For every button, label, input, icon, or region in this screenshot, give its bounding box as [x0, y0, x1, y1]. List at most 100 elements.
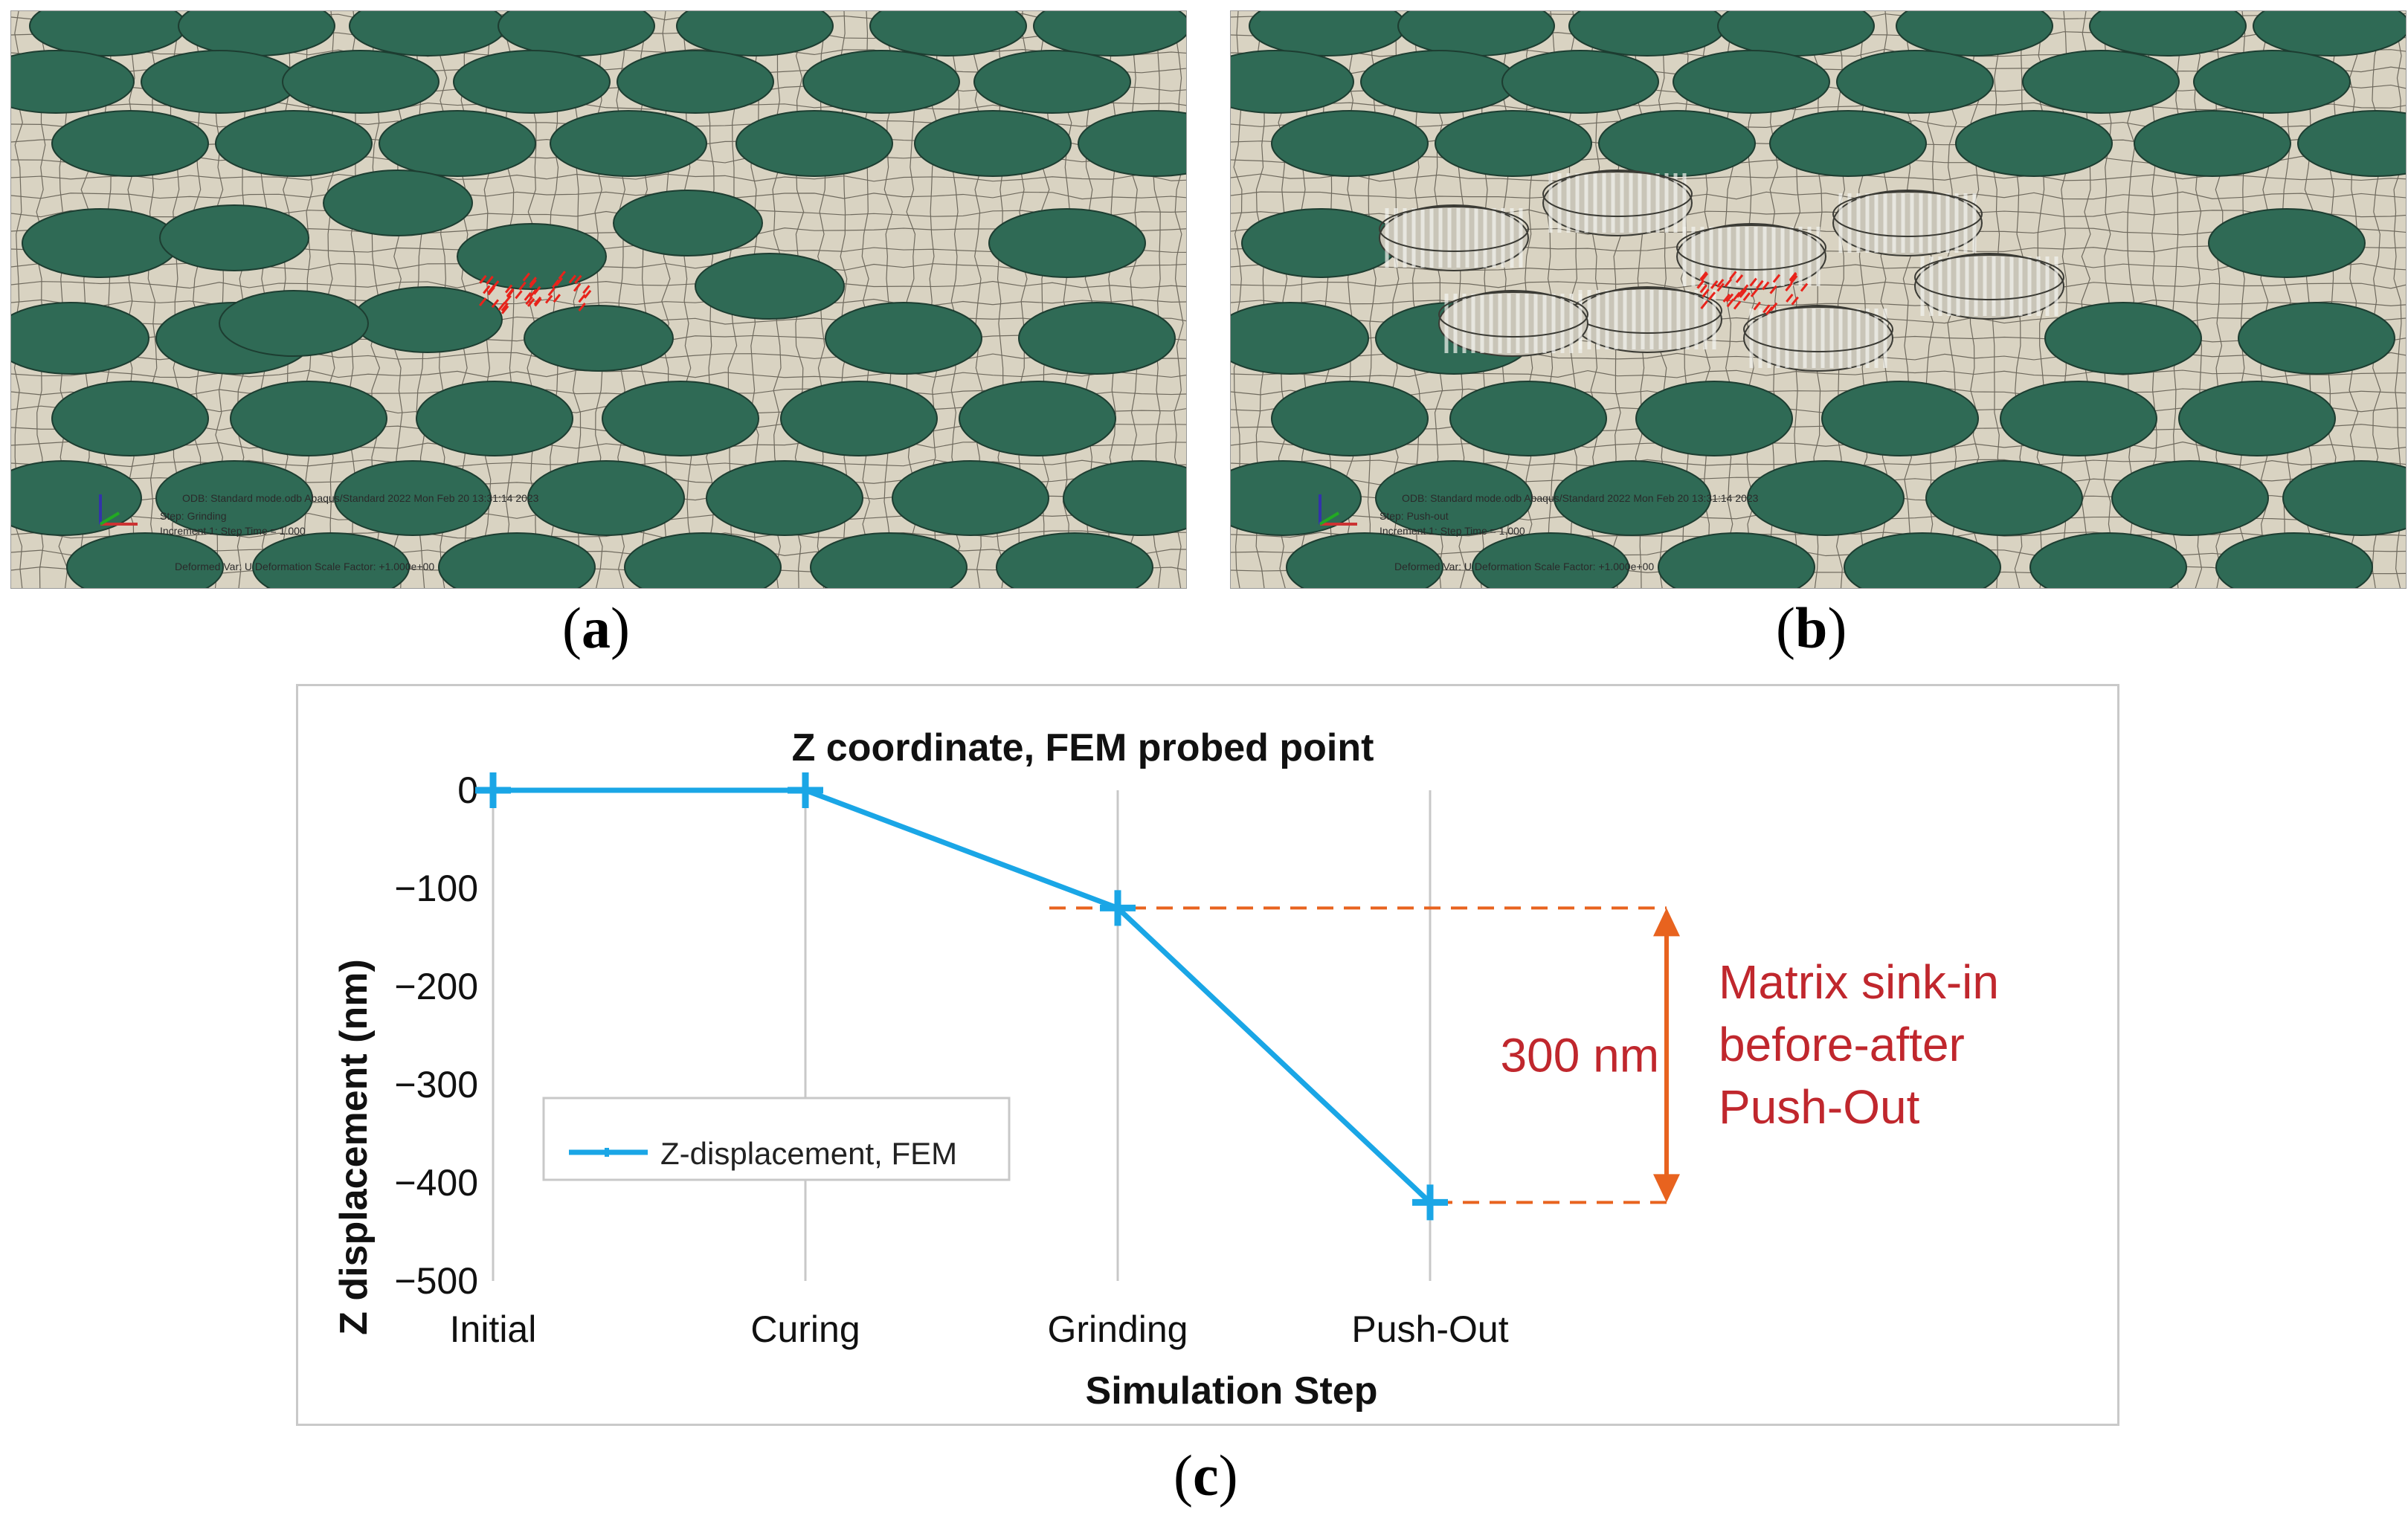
fiber [1598, 110, 1756, 177]
chart-panel: Z coordinate, FEM probed point 0−100−200… [296, 684, 2119, 1426]
fiber [1286, 532, 1443, 588]
fiber-hole [1676, 223, 1826, 290]
triad-icon [99, 494, 138, 526]
fiber [810, 532, 968, 588]
fiber [1635, 381, 1793, 456]
x-axis-label: Simulation Step [1086, 1369, 1378, 1413]
fiber [1769, 110, 1927, 177]
fiber-hole [1572, 286, 1722, 353]
fiber [11, 302, 149, 375]
probe-point [1696, 271, 1809, 315]
fiber [959, 381, 1116, 456]
fem-mesh-image-a: ODB: Standard mode.odb Abaqus/Standard 2… [10, 10, 1187, 589]
fiber [1836, 50, 1994, 114]
fiber [1271, 381, 1429, 456]
fiber [2215, 532, 2373, 588]
series-line [493, 787, 1432, 1204]
fiber [2089, 11, 2247, 57]
fiber [2253, 11, 2406, 57]
fiber [2282, 460, 2406, 536]
fiber [1821, 381, 1979, 456]
fiber [2029, 532, 2187, 588]
fem-mesh-render-b: ODB: Standard mode.odb Abaqus/Standard 2… [1231, 11, 2406, 588]
fiber-meshed [323, 170, 473, 236]
fiber [2111, 460, 2269, 536]
caption-a: (a) [562, 595, 630, 660]
fiber [735, 110, 893, 177]
fiber [1231, 302, 1369, 375]
panel-b-hud-line-0: ODB: Standard mode.odb Abaqus/Standard 2… [1402, 492, 1759, 504]
y-tick-label: −500 [394, 1260, 478, 1302]
fiber [51, 381, 209, 456]
fiber-meshed [613, 190, 763, 256]
fiber [416, 381, 573, 456]
fiber [2044, 302, 2202, 375]
fiber [1472, 532, 1629, 588]
fiber [676, 11, 834, 57]
fiber [155, 460, 313, 536]
fiber [602, 381, 759, 456]
fiber [1896, 11, 2053, 57]
annotation-note-line: Push-Out [1719, 1080, 1920, 1134]
x-tick-label: Grinding [1048, 1308, 1188, 1350]
fiber [1241, 208, 1399, 278]
fiber-meshed [219, 290, 369, 357]
fiber [1063, 460, 1186, 536]
grid-layer [492, 790, 1432, 1281]
fiber [1955, 110, 2113, 177]
fiber [550, 110, 707, 177]
y-tick-label: −300 [394, 1064, 478, 1105]
fem-mesh-image-b: ODB: Standard mode.odb Abaqus/Standard 2… [1230, 10, 2407, 589]
data-point-marker [1100, 890, 1136, 926]
fiber [1554, 460, 1711, 536]
span-arrow-head-up [1653, 908, 1680, 937]
fiber [914, 110, 1072, 177]
fiber [282, 50, 440, 114]
legend-series-marker [602, 1148, 611, 1157]
fiber [825, 302, 982, 375]
annotation-note-line: before-after [1719, 1018, 1965, 1071]
caption-c: (c) [1174, 1443, 1238, 1508]
fiber-hole [1542, 170, 1693, 236]
fiber [1078, 110, 1186, 177]
panel-b-hud-line-3: Deformed Var: U Deformation Scale Factor… [1394, 561, 1654, 572]
y-tick-label: −100 [394, 868, 478, 909]
fiber [22, 208, 179, 278]
span-arrow-head-down [1653, 1174, 1680, 1203]
fiber [2238, 302, 2395, 375]
chart-title: Z coordinate, FEM probed point [792, 726, 1374, 769]
caption-b: (b) [1776, 595, 1847, 660]
fiber [869, 11, 1027, 57]
fiber-meshed [457, 223, 607, 290]
fiber [2208, 208, 2366, 278]
fiber [11, 50, 135, 114]
y-tick-label: 0 [457, 769, 478, 811]
data-point-marker [788, 772, 823, 808]
fiber [2193, 50, 2351, 114]
fiber [1673, 50, 1830, 114]
y-tick-label: −400 [394, 1162, 478, 1204]
x-tick-label: Initial [450, 1308, 537, 1350]
fiber [379, 110, 536, 177]
data-point-marker [1412, 1184, 1448, 1221]
triad-icon [1319, 494, 1357, 526]
fiber-hole [1438, 290, 1588, 357]
legend-box [542, 1097, 1011, 1181]
fiber [780, 381, 938, 456]
fiber [1018, 302, 1176, 375]
fiber [1033, 11, 1186, 57]
fiber-meshed [524, 305, 674, 372]
fiber [988, 208, 1146, 278]
panel-b-hud-line-2: Increment 1: Step Time = 1.000 [1380, 525, 1525, 537]
fiber [1375, 460, 1533, 536]
fiber-hole [1743, 305, 1893, 372]
annotation-note-line: Matrix sink-in [1719, 955, 1999, 1009]
fiber [1271, 110, 1429, 177]
fiber [1747, 460, 1905, 536]
y-axis-label: Z displacement (nm) [332, 959, 376, 1335]
x-tick-label: Curing [750, 1308, 860, 1350]
legend-series-label: Z-displacement, FEM [660, 1136, 957, 1171]
fiber-group [1231, 11, 2406, 588]
fiber [892, 460, 1049, 536]
